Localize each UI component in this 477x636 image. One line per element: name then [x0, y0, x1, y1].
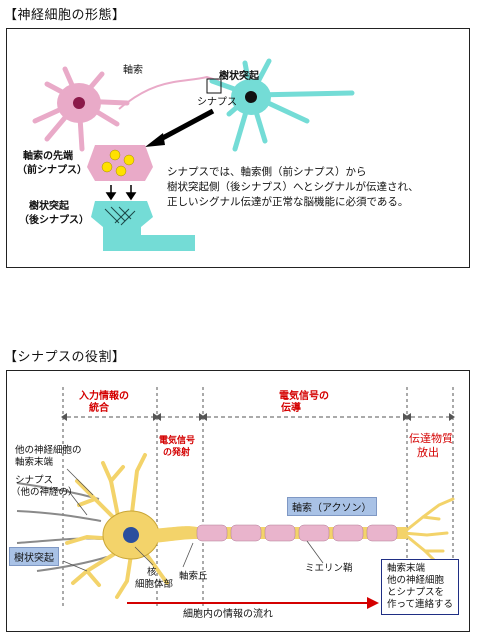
signal-arrows	[105, 185, 137, 201]
cell-body-label: 細胞体部	[135, 579, 174, 590]
axon-hillock-label: 軸索丘	[179, 571, 208, 582]
terminal-note-line: 他の神経細胞	[387, 575, 445, 586]
phase-firing-label: 電気信号	[159, 436, 196, 446]
myelinated-axon-icon	[195, 524, 407, 542]
neuron-structure-diagram	[16, 387, 455, 609]
dendrite-bottom-label: 樹状突起	[29, 201, 69, 212]
axon-terminal-label: 軸索の先端	[23, 151, 73, 162]
other-axon-terminal-label-2: 軸索末端	[15, 457, 54, 468]
synapse-label: シナプス	[197, 97, 237, 108]
presynaptic-label: （前シナプス）	[17, 165, 87, 176]
dendrite-tag: 樹状突起	[9, 547, 59, 566]
phase-release-label: 伝達物質	[409, 432, 453, 445]
other-axon-terminal-label: 他の神経細胞の	[15, 445, 82, 456]
terminal-note-line: 作って連絡する	[387, 599, 454, 610]
myelin-label: ミエリン鞘	[305, 563, 353, 574]
synapse-role-panel: 入力情報の 統合 電気信号 の発射 電気信号の 伝導 伝達物質 放出 他の神経細…	[6, 370, 470, 632]
phase-arrowheads	[61, 413, 455, 421]
section1-heading: 【神経細胞の形態】	[4, 8, 126, 23]
axon-line	[118, 75, 220, 110]
description-text: シナプスでは、軸索側（前シナプス）から 樹状突起側（後シナプス）へとシグナルが伝…	[167, 165, 419, 210]
synapse-marker	[206, 78, 222, 94]
description-line: 正しいシグナル伝達が正常な脳機能に必須である。	[167, 196, 409, 208]
axon-tag: 軸索（アクソン）	[287, 497, 377, 516]
neuron-morphology-diagram	[32, 58, 355, 251]
phase-integration-label: 入力情報の	[79, 391, 129, 402]
phase-divider-lines	[62, 387, 454, 607]
cyan-neuron-icon	[209, 58, 355, 152]
axon-terminal-branches-icon	[401, 497, 455, 569]
postsynaptic-dendrite-icon	[91, 201, 195, 251]
dendrite-label: 樹状突起	[219, 71, 259, 82]
phase-conduction-label-2: 伝導	[281, 403, 301, 414]
axon-label: 軸索	[123, 65, 143, 76]
synapse-other-label-2: （他の神経の）	[11, 487, 78, 498]
information-flow-arrow	[127, 597, 379, 609]
axon-terminal-note-box: 軸索末端 他の神経細胞 とシナプスを 作って連絡する	[381, 559, 460, 615]
zoom-arrow	[155, 108, 215, 144]
neuron-morphology-panel: 軸索 樹状突起 シナプス 軸索の先端 （前シナプス） 樹状突起 （後シナプス） …	[6, 28, 470, 268]
description-line: 樹状突起側（後シナプス）へとシグナルが伝達され、	[167, 181, 419, 193]
neuron-cell-body-icon	[65, 453, 197, 599]
phase-integration-label-2: 統合	[89, 403, 109, 414]
nucleus-label: 核	[147, 567, 157, 578]
pink-neuron-icon	[32, 66, 130, 152]
terminal-note-line: とシナプスを	[387, 587, 445, 598]
phase-firing-label-2: の発射	[163, 448, 191, 458]
description-line: シナプスでは、軸索側（前シナプス）から	[167, 166, 367, 178]
phase-conduction-label: 電気信号の	[279, 391, 329, 402]
presynaptic-terminal-icon	[87, 145, 153, 181]
postsynaptic-label: （後シナプス）	[19, 215, 89, 226]
terminal-note-line: 軸索末端	[387, 563, 426, 574]
section2-heading: 【シナプスの役割】	[4, 350, 126, 365]
information-flow-label: 細胞内の情報の流れ	[183, 609, 273, 620]
phase-release-label-2: 放出	[417, 446, 439, 459]
synapse-other-label: シナプス	[15, 475, 54, 486]
leader-lines	[62, 468, 324, 572]
